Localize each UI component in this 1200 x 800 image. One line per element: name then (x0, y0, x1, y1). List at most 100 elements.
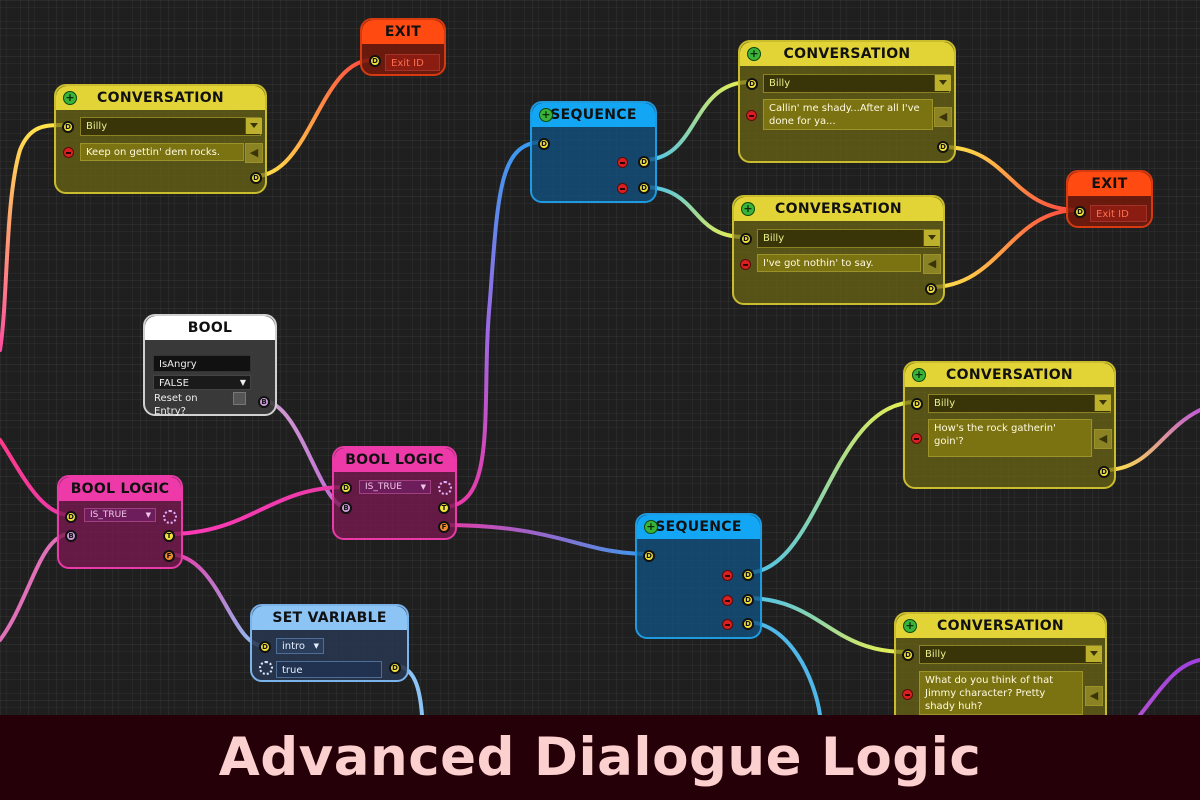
chevron-down-icon[interactable] (923, 230, 940, 246)
bool-input-port[interactable]: B (340, 502, 352, 514)
logic-operator: IS_TRUE (90, 510, 127, 520)
variable-select[interactable]: intro ▼ (276, 638, 324, 654)
bool-output-port[interactable]: B (258, 396, 270, 408)
dialogue-line-text[interactable]: Callin' me shady...After all I've done f… (763, 99, 933, 130)
speaker-audio-icon[interactable]: ◀ (1085, 686, 1103, 706)
dialogue-input-port[interactable]: D (746, 78, 758, 90)
add-line-icon[interactable]: + (741, 202, 755, 216)
reset-on-entry-label: Reset on Entry? (154, 393, 198, 417)
remove-output-icon[interactable] (722, 619, 733, 630)
dialogue-input-port[interactable]: D (340, 482, 352, 494)
speaker-audio-icon[interactable]: ◀ (934, 107, 952, 127)
settings-gear-icon[interactable] (163, 510, 177, 524)
bool-logic-node-center[interactable]: BOOL LOGIC D IS_TRUE ▼ B T F (332, 446, 457, 540)
dialogue-output-port[interactable]: D (742, 594, 754, 606)
dialogue-output-port[interactable]: D (925, 283, 937, 295)
conversation-node-top-right[interactable]: CONVERSATION + D Billy Callin' me shady.… (738, 40, 956, 163)
dialogue-line-text[interactable]: I've got nothin' to say. (757, 254, 921, 272)
variable-value-input[interactable]: true (276, 661, 382, 678)
settings-gear-icon[interactable] (438, 481, 452, 495)
speaker-select[interactable]: Billy (928, 394, 1111, 413)
speaker-select[interactable]: Billy (80, 117, 261, 136)
bool-value-select[interactable]: FALSE ▼ (153, 375, 251, 390)
conversation-node-right-third[interactable]: CONVERSATION + D Billy How's the rock ga… (903, 361, 1116, 489)
chevron-down-icon[interactable] (245, 118, 262, 134)
add-output-icon[interactable]: + (539, 108, 553, 122)
node-title: CONVERSATION (734, 197, 943, 221)
dialogue-line-text[interactable]: How's the rock gatherin' goin'? (928, 419, 1092, 457)
dialogue-input-port[interactable]: D (538, 138, 550, 150)
dialogue-output-port[interactable]: D (742, 569, 754, 581)
node-graph-canvas[interactable]: EXIT D Exit ID CONVERSATION + D Billy Ke… (0, 0, 1200, 715)
conversation-node-middle-right[interactable]: CONVERSATION + D Billy I've got nothin' … (732, 195, 945, 305)
remove-output-icon[interactable] (617, 157, 628, 168)
speaker-audio-icon[interactable]: ◀ (245, 143, 263, 163)
speaker-audio-icon[interactable]: ◀ (1094, 429, 1112, 449)
dialogue-line-text[interactable]: Keep on gettin' dem rocks. (80, 143, 244, 161)
dialogue-input-port[interactable]: D (740, 233, 752, 245)
sequence-node-bottom[interactable]: SEQUENCE + D D D D (635, 513, 762, 639)
logic-operator-select[interactable]: IS_TRUE ▼ (84, 508, 156, 522)
bool-node[interactable]: BOOL IsAngry FALSE ▼ Reset on Entry? B (143, 314, 277, 417)
false-output-port[interactable]: F (163, 550, 175, 562)
add-line-icon[interactable]: + (912, 368, 926, 382)
add-line-icon[interactable]: + (747, 47, 761, 61)
add-line-icon[interactable]: + (63, 91, 77, 105)
remove-output-icon[interactable] (722, 570, 733, 581)
value-gear-icon[interactable] (259, 661, 273, 675)
variable-name: intro (282, 641, 306, 652)
dialogue-input-port[interactable]: D (259, 641, 271, 653)
logic-operator-select[interactable]: IS_TRUE ▼ (359, 480, 431, 494)
remove-line-icon[interactable] (740, 259, 751, 270)
remove-line-icon[interactable] (63, 147, 74, 158)
speaker-audio-icon[interactable]: ◀ (923, 254, 941, 274)
chevron-down-icon[interactable] (1085, 646, 1102, 662)
dialogue-output-port[interactable]: D (250, 172, 262, 184)
conversation-node-bottom[interactable]: CONVERSATION + D Billy What do you think… (894, 612, 1107, 715)
dialogue-output-port[interactable]: D (389, 662, 401, 674)
add-line-icon[interactable]: + (903, 619, 917, 633)
node-title: EXIT (362, 20, 444, 44)
dialogue-input-port[interactable]: D (62, 121, 74, 133)
dialogue-output-port[interactable]: D (638, 156, 650, 168)
dialogue-output-port[interactable]: D (742, 618, 754, 630)
chevron-down-icon: ▼ (239, 378, 246, 387)
dialogue-output-port[interactable]: D (1098, 466, 1110, 478)
sequence-node-top[interactable]: SEQUENCE + D D D (530, 101, 657, 203)
remove-output-icon[interactable] (617, 183, 628, 194)
speaker-select[interactable]: Billy (919, 645, 1102, 664)
speaker-select[interactable]: Billy (763, 74, 950, 93)
dialogue-input-port[interactable]: D (65, 511, 77, 523)
exit-node-right[interactable]: EXIT D Exit ID (1066, 170, 1153, 228)
dialogue-line-text[interactable]: What do you think of that Jimmy characte… (919, 671, 1083, 715)
reset-on-entry-checkbox[interactable] (233, 392, 246, 405)
chevron-down-icon[interactable] (934, 75, 951, 91)
bool-input-port[interactable]: B (65, 530, 77, 542)
dialogue-output-port[interactable]: D (638, 182, 650, 194)
chevron-down-icon[interactable] (1094, 395, 1111, 411)
dialogue-input-port[interactable]: D (369, 55, 381, 67)
set-variable-node[interactable]: SET VARIABLE D intro ▼ true D (250, 604, 409, 682)
remove-output-icon[interactable] (722, 595, 733, 606)
dialogue-input-port[interactable]: D (911, 398, 923, 410)
false-output-port[interactable]: F (438, 521, 450, 533)
add-output-icon[interactable]: + (644, 520, 658, 534)
bool-logic-node-left[interactable]: BOOL LOGIC D IS_TRUE ▼ B T F (57, 475, 183, 569)
remove-line-icon[interactable] (902, 689, 913, 700)
variable-name-input[interactable]: IsAngry (153, 355, 251, 372)
exit-id-field[interactable]: Exit ID (385, 54, 440, 71)
exit-id-field[interactable]: Exit ID (1090, 205, 1147, 222)
node-title: CONVERSATION (56, 86, 265, 110)
conversation-node-left[interactable]: CONVERSATION + D Billy Keep on gettin' d… (54, 84, 267, 194)
dialogue-input-port[interactable]: D (1074, 206, 1086, 218)
speaker-select[interactable]: Billy (757, 229, 940, 248)
remove-line-icon[interactable] (746, 110, 757, 121)
true-output-port[interactable]: T (438, 502, 450, 514)
dialogue-output-port[interactable]: D (937, 141, 949, 153)
true-output-port[interactable]: T (163, 530, 175, 542)
exit-node-top[interactable]: EXIT D Exit ID (360, 18, 446, 76)
speaker-name: Billy (925, 649, 947, 660)
dialogue-input-port[interactable]: D (643, 550, 655, 562)
remove-line-icon[interactable] (911, 433, 922, 444)
dialogue-input-port[interactable]: D (902, 649, 914, 661)
